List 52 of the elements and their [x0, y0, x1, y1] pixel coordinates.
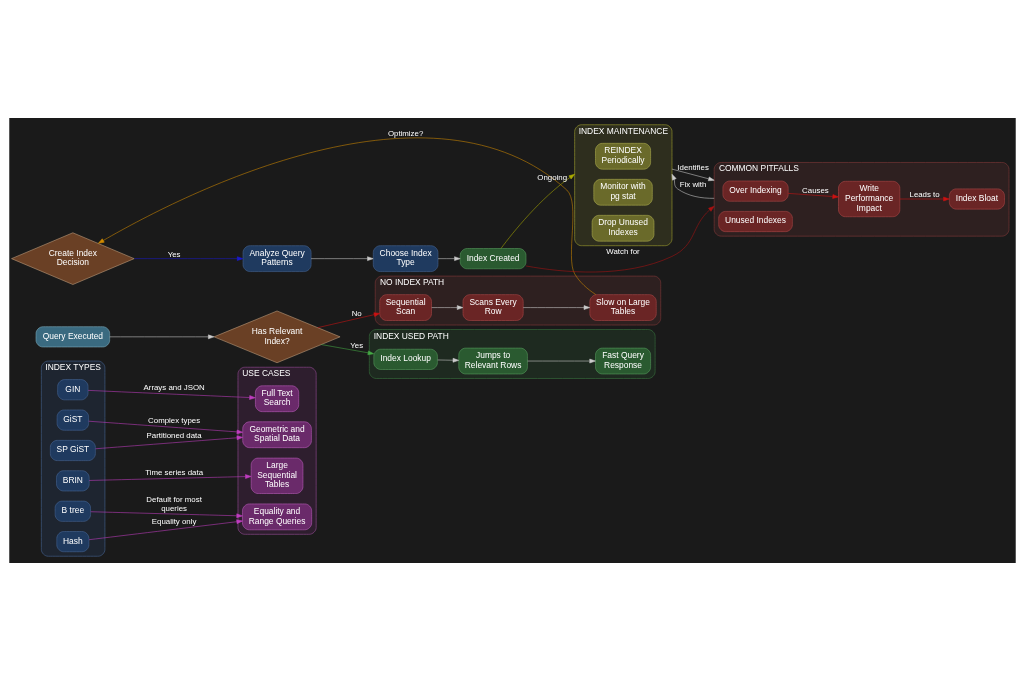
arrow: [88, 473, 251, 481]
node-box: Query Executed: [35, 325, 110, 347]
arrow: [787, 192, 839, 199]
arrow: [97, 137, 596, 295]
node-box: Fast Query Response: [594, 347, 651, 374]
arrow: [522, 304, 590, 310]
arrow: [500, 173, 575, 249]
arrow: [430, 304, 463, 310]
node-box: Sequential Scan: [378, 293, 432, 321]
node-box: Analyze Query Patterns: [242, 244, 311, 272]
node-box: Full Text Search: [254, 385, 299, 412]
node-box: Geometric and Spatial Data: [241, 421, 312, 448]
node-box: Hash: [56, 530, 89, 552]
arrow: [94, 435, 243, 449]
node-box: GiST: [56, 409, 89, 430]
node-box: BRIN: [55, 469, 89, 491]
node-diamond: Has Relevant Index?: [213, 310, 340, 363]
node-box: B tree: [54, 500, 91, 522]
node-box: Jumps to Relevant Rows: [458, 347, 528, 374]
arrow: [671, 173, 714, 199]
arrow: [525, 205, 714, 272]
node-diamond: Create Index Decision: [10, 232, 134, 285]
node-box: Slow on Large Tables: [589, 293, 656, 321]
arrow: [108, 334, 214, 339]
arrow: [437, 255, 460, 261]
arrow: [317, 311, 380, 328]
arrow: [87, 420, 243, 434]
node-box: Equality and Range Queries: [241, 503, 312, 530]
node-box: REINDEX Periodically: [594, 142, 651, 169]
node-box: SP GiST: [49, 439, 96, 461]
node-box: Over Indexing: [722, 180, 788, 202]
arrow: [133, 255, 243, 261]
arrow: [436, 357, 459, 362]
arrow: [671, 168, 714, 181]
node-box: Choose Index Type: [372, 244, 438, 272]
node-box: Unused Indexes: [717, 210, 793, 232]
arrow: [899, 196, 949, 201]
arrow: [88, 518, 243, 540]
node-box: Index Lookup: [373, 348, 438, 370]
node-box: Index Bloat: [948, 188, 1005, 209]
node-box: Monitor with pg stat: [593, 178, 653, 205]
arrow: [310, 255, 373, 261]
arrow: [87, 389, 256, 400]
node-box: Drop Unused Indexes: [591, 214, 654, 241]
node-box: GIN: [56, 378, 88, 400]
node-box: Scans Every Row: [462, 293, 523, 321]
arrow: [89, 510, 243, 518]
node-box: Write Performance Impact: [837, 180, 900, 217]
arrow: [526, 358, 596, 363]
node-box: Large Sequential Tables: [250, 457, 303, 494]
arrow: [320, 343, 374, 355]
node-box: Index Created: [459, 247, 526, 269]
